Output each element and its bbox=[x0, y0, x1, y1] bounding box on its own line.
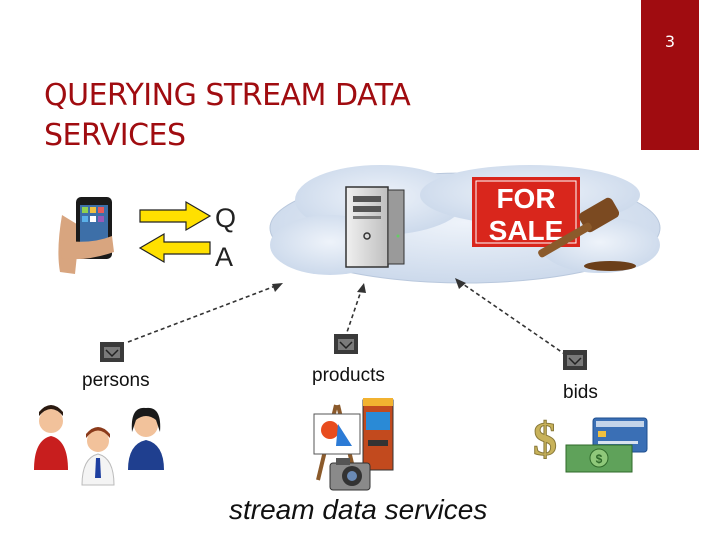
svg-text:$: $ bbox=[533, 413, 557, 466]
easel-icon bbox=[313, 404, 361, 481]
stream-label-products: products bbox=[312, 365, 385, 386]
camera-icon bbox=[329, 458, 371, 491]
banknote-icon: $ bbox=[565, 444, 633, 473]
stream-label-bids: bids bbox=[563, 382, 598, 403]
query-arrow-icon bbox=[139, 200, 212, 232]
stream-links bbox=[127, 281, 567, 356]
query-label: Q bbox=[215, 203, 237, 233]
for-sale-sign-icon: FOR SALE bbox=[472, 177, 580, 247]
arrowhead-products bbox=[357, 283, 366, 293]
stream-socket-icon bbox=[563, 350, 587, 370]
gavel-icon bbox=[538, 197, 636, 271]
page-number: 3 bbox=[664, 32, 676, 51]
slide-title: QUERYING STREAM DATA SERVICES bbox=[44, 78, 411, 153]
stream-label-persons: persons bbox=[82, 370, 150, 391]
arrowhead-persons bbox=[272, 283, 283, 292]
footer-caption: stream data services bbox=[229, 494, 488, 525]
person-icon bbox=[128, 407, 164, 470]
server-icon bbox=[345, 186, 405, 268]
svg-text:$: $ bbox=[596, 452, 603, 466]
answer-arrow-icon bbox=[138, 232, 211, 264]
answer-label: A bbox=[215, 242, 234, 272]
arrowhead-bids bbox=[455, 278, 466, 289]
stream-socket-icon bbox=[100, 342, 124, 362]
dollar-icon: $ bbox=[533, 413, 558, 467]
phone-icon bbox=[58, 197, 114, 274]
page-number-box bbox=[641, 0, 699, 150]
person-icon bbox=[81, 427, 115, 486]
credit-card-icon bbox=[592, 417, 648, 453]
sale-sign-line2: SALE bbox=[489, 215, 564, 246]
stream-socket-icon bbox=[334, 334, 358, 354]
sale-sign-line1: FOR bbox=[496, 183, 555, 214]
arcade-icon bbox=[362, 398, 394, 471]
person-icon bbox=[34, 405, 68, 470]
